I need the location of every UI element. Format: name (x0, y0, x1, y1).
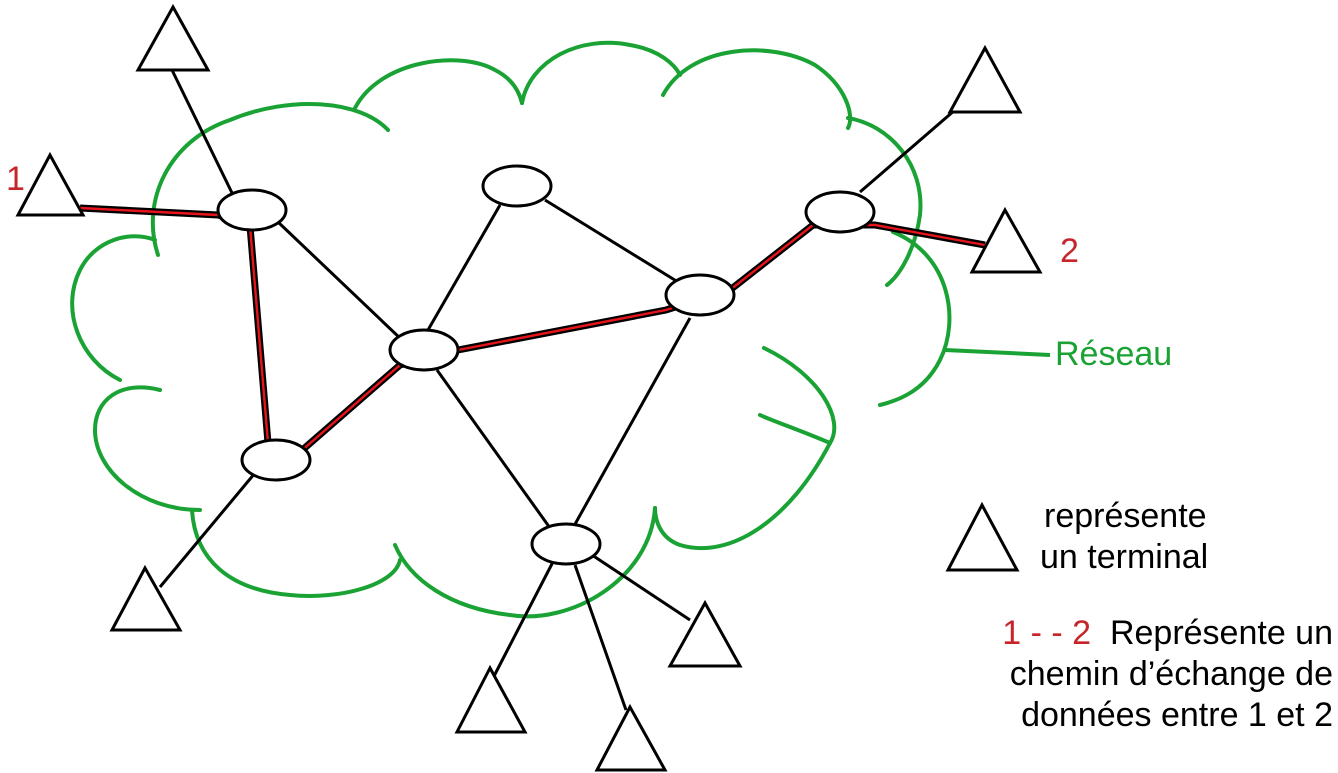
terminal-icon (135, 3, 211, 72)
node (530, 522, 602, 566)
legend-terminal-line1: représente (1044, 497, 1207, 535)
node (664, 273, 736, 317)
network-nodes (216, 164, 876, 566)
network-cloud (70, 40, 952, 619)
legend-path-line1: 1 - - 2 Représente un (928, 613, 1333, 654)
network-label-leader (944, 348, 1051, 357)
terminal-2-label: 2 (1060, 232, 1079, 270)
terminal-icon (109, 564, 183, 632)
terminal-icon (594, 703, 668, 772)
node (216, 188, 288, 232)
legend-path-key: 1 - - 2 (1002, 614, 1092, 652)
exchange-path-1-2 (79, 204, 986, 456)
legend-path-text: 1 - - 2 Représente un chemin d’échange d… (928, 613, 1333, 736)
terminals (15, 3, 1043, 772)
network-links (158, 69, 956, 711)
terminal-icon (15, 151, 86, 217)
legend-path-line3: données entre 1 et 2 (1021, 696, 1333, 734)
legend-path-line2: chemin d’échange de (1009, 655, 1333, 693)
terminal-icon (667, 599, 743, 668)
node (804, 190, 876, 234)
node (388, 328, 460, 372)
legend-terminal-icon (945, 501, 1020, 572)
network-label: Réseau (1055, 335, 1172, 373)
terminal-1-label: 1 (6, 160, 25, 198)
terminal-icon (454, 664, 528, 734)
node (240, 438, 312, 482)
legend-terminal-text: représente un terminal (1040, 496, 1208, 578)
legend-terminal-line2: un terminal (1040, 538, 1209, 576)
terminal-icon (969, 206, 1043, 274)
node (481, 164, 553, 208)
legend-path-line1-text: Représente un (1109, 614, 1333, 652)
terminal-icon (947, 44, 1023, 114)
